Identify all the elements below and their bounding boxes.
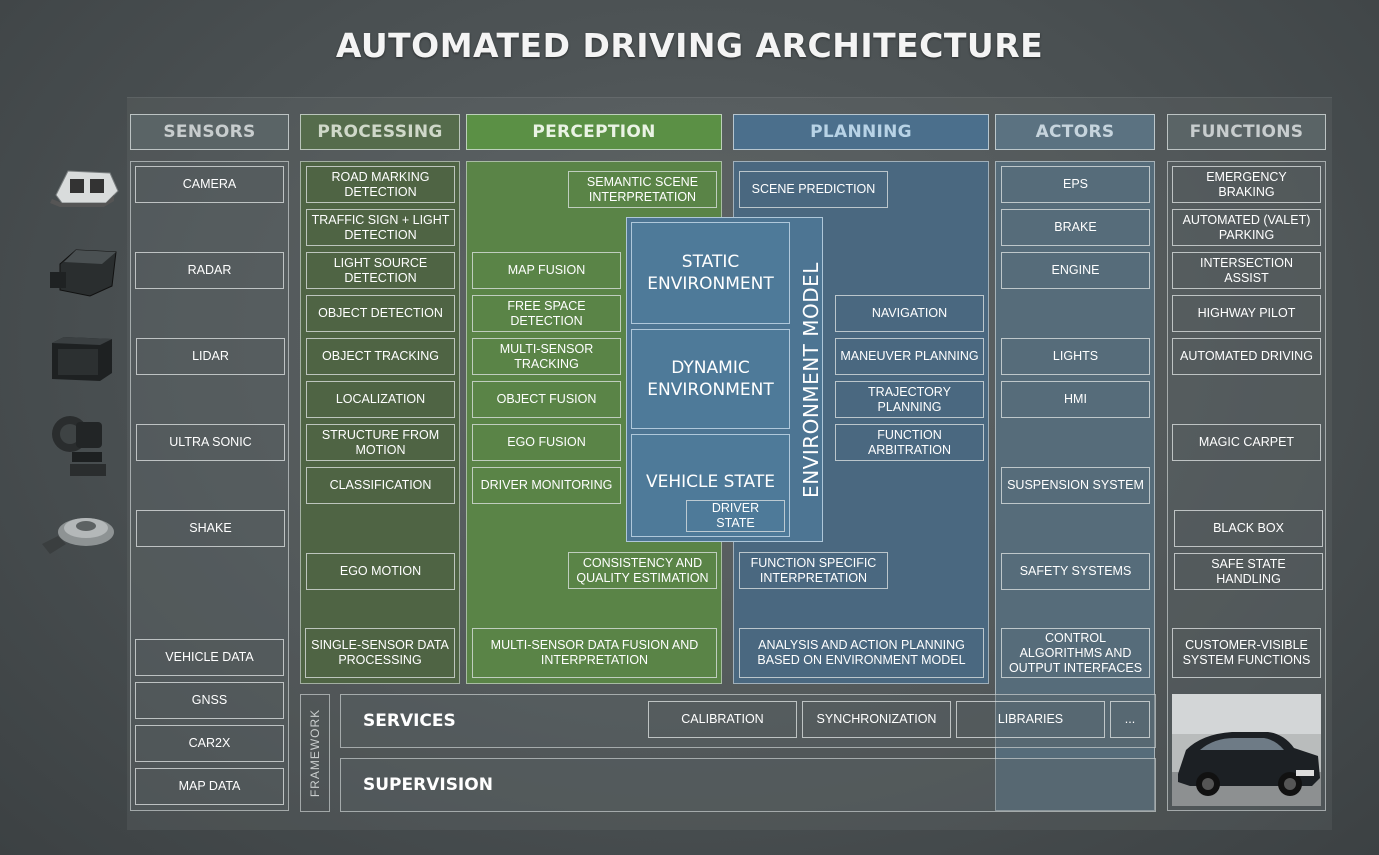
service-more: ... bbox=[1110, 701, 1150, 738]
actor-eps: EPS bbox=[1001, 166, 1150, 203]
framework-label: FRAMEWORK bbox=[300, 694, 330, 812]
env-vehicle-panel bbox=[631, 434, 790, 537]
processing-object-detection: OBJECT DETECTION bbox=[306, 295, 455, 332]
actor-suspension: SUSPENSION SYSTEM bbox=[1001, 467, 1150, 504]
perception-ego-fusion: EGO FUSION bbox=[472, 424, 621, 461]
lidar-icon bbox=[52, 337, 112, 381]
processing-object-tracking: OBJECT TRACKING bbox=[306, 338, 455, 375]
env-static: STATIC ENVIRONMENT bbox=[631, 222, 790, 324]
framework-text: FRAMEWORK bbox=[308, 708, 322, 798]
perception-map-fusion: MAP FUSION bbox=[472, 252, 621, 289]
processing-ego-motion: EGO MOTION bbox=[306, 553, 455, 590]
camera-icon bbox=[50, 170, 119, 207]
diagram-title: AUTOMATED DRIVING ARCHITECTURE bbox=[335, 26, 1044, 65]
perception-consistency: CONSISTENCY AND QUALITY ESTIMATION bbox=[568, 552, 717, 589]
processing-road-marking: ROAD MARKING DETECTION bbox=[306, 166, 455, 203]
processing-classification: CLASSIFICATION bbox=[306, 467, 455, 504]
perception-object-fusion: OBJECT FUSION bbox=[472, 381, 621, 418]
service-libraries: LIBRARIES bbox=[956, 701, 1105, 738]
actor-hmi: HMI bbox=[1001, 381, 1150, 418]
supervision-bar: SUPERVISION bbox=[340, 758, 1156, 812]
function-highway-pilot: HIGHWAY PILOT bbox=[1172, 295, 1321, 332]
actor-brake: BRAKE bbox=[1001, 209, 1150, 246]
env-model-label: ENVIRONMENT MODEL bbox=[799, 218, 824, 542]
function-black-box: BLACK BOX bbox=[1174, 510, 1323, 547]
shake-icon bbox=[42, 518, 114, 554]
sensors-column bbox=[130, 161, 289, 811]
processing-structure-from-motion: STRUCTURE FROM MOTION bbox=[306, 424, 455, 461]
header-functions: FUNCTIONS bbox=[1167, 114, 1326, 150]
sensor-vehicle-data: VEHICLE DATA bbox=[135, 639, 284, 676]
perception-free-space: FREE SPACE DETECTION bbox=[472, 295, 621, 332]
header-perception: PERCEPTION bbox=[466, 114, 722, 150]
function-intersection-assist: INTERSECTION ASSIST bbox=[1172, 252, 1321, 289]
processing-localization: LOCALIZATION bbox=[306, 381, 455, 418]
actors-column bbox=[995, 161, 1155, 811]
sensor-lidar: LIDAR bbox=[136, 338, 285, 375]
sensor-radar: RADAR bbox=[135, 252, 284, 289]
perception-semantic-scene: SEMANTIC SCENE INTERPRETATION bbox=[568, 171, 717, 208]
sensor-car2x: CAR2X bbox=[135, 725, 284, 762]
processing-column bbox=[300, 161, 460, 684]
processing-traffic-sign: TRAFFIC SIGN + LIGHT DETECTION bbox=[306, 209, 455, 246]
sensor-map-data: MAP DATA bbox=[135, 768, 284, 805]
planning-maneuver: MANEUVER PLANNING bbox=[835, 338, 984, 375]
service-synchronization: SYNCHRONIZATION bbox=[802, 701, 951, 738]
sensor-shake: SHAKE bbox=[136, 510, 285, 547]
radar-icon bbox=[50, 249, 117, 297]
function-magic-carpet: MAGIC CARPET bbox=[1172, 424, 1321, 461]
perception-driver-monitoring: DRIVER MONITORING bbox=[472, 467, 621, 504]
planning-footer: ANALYSIS AND ACTION PLANNING BASED ON EN… bbox=[739, 628, 984, 678]
sensor-gnss: GNSS bbox=[135, 682, 284, 719]
header-processing: PROCESSING bbox=[300, 114, 460, 150]
function-automated-driving: AUTOMATED DRIVING bbox=[1172, 338, 1321, 375]
services-bar: SERVICES bbox=[340, 694, 1156, 748]
planning-function-arbitration: FUNCTION ARBITRATION bbox=[835, 424, 984, 461]
env-model-text: ENVIRONMENT MODEL bbox=[799, 262, 824, 498]
header-actors: ACTORS bbox=[995, 114, 1155, 150]
car-photo bbox=[1172, 694, 1321, 806]
function-footer: CUSTOMER-VISIBLE SYSTEM FUNCTIONS bbox=[1172, 628, 1321, 678]
planning-scene-prediction: SCENE PREDICTION bbox=[739, 171, 888, 208]
planning-trajectory: TRAJECTORY PLANNING bbox=[835, 381, 984, 418]
planning-navigation: NAVIGATION bbox=[835, 295, 984, 332]
actor-footer: CONTROL ALGORITHMS AND OUTPUT INTERFACES bbox=[1001, 628, 1150, 678]
ultrasonic-icon bbox=[52, 416, 106, 476]
env-driver-state: DRIVER STATE bbox=[686, 500, 785, 532]
actor-safety-systems: SAFETY SYSTEMS bbox=[1001, 553, 1150, 590]
function-safe-state: SAFE STATE HANDLING bbox=[1174, 553, 1323, 590]
sensor-ultrasonic: ULTRA SONIC bbox=[136, 424, 285, 461]
header-planning: PLANNING bbox=[733, 114, 989, 150]
services-label: SERVICES bbox=[363, 711, 456, 731]
processing-light-source: LIGHT SOURCE DETECTION bbox=[306, 252, 455, 289]
env-dynamic: DYNAMIC ENVIRONMENT bbox=[631, 329, 790, 429]
env-vehicle: VEHICLE STATE bbox=[646, 472, 775, 492]
function-valet-parking: AUTOMATED (VALET) PARKING bbox=[1172, 209, 1321, 246]
perception-footer: MULTI-SENSOR DATA FUSION AND INTERPRETAT… bbox=[472, 628, 717, 678]
header-sensors: SENSORS bbox=[130, 114, 289, 150]
supervision-label: SUPERVISION bbox=[363, 775, 493, 795]
perception-multi-sensor-tracking: MULTI-SENSOR TRACKING bbox=[472, 338, 621, 375]
sensor-camera: CAMERA bbox=[135, 166, 284, 203]
planning-function-specific: FUNCTION SPECIFIC INTERPRETATION bbox=[739, 552, 888, 589]
actor-lights: LIGHTS bbox=[1001, 338, 1150, 375]
processing-footer: SINGLE-SENSOR DATA PROCESSING bbox=[305, 628, 455, 678]
service-calibration: CALIBRATION bbox=[648, 701, 797, 738]
actor-engine: ENGINE bbox=[1001, 252, 1150, 289]
function-emergency-braking: EMERGENCY BRAKING bbox=[1172, 166, 1321, 203]
